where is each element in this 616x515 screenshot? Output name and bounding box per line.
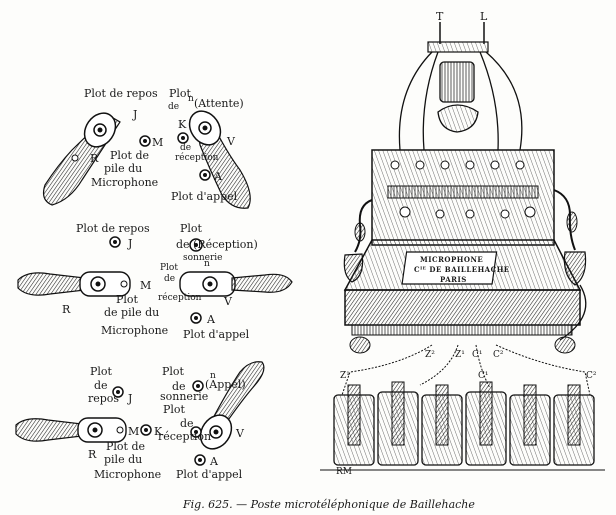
- label-c1-mid: C¹: [478, 371, 489, 381]
- label-R-mid: R: [62, 303, 71, 316]
- label-plot-repos-mid: Plot de repos: [76, 222, 150, 235]
- plate-paris: PARIS: [440, 275, 467, 284]
- panel-mid: Plot de repos J Plot de (Réception) sonn…: [17, 222, 293, 341]
- label-de-b-bot: de: [180, 417, 194, 430]
- label-L: L: [480, 10, 488, 23]
- receiver-right: [553, 189, 587, 341]
- label-attente: (Attente): [194, 97, 244, 110]
- label-plot-appel: Plot d'appel: [171, 190, 238, 203]
- label-R: R: [90, 152, 99, 165]
- lever-mid-right: [179, 271, 293, 297]
- label-n-mid: n: [204, 259, 210, 269]
- label-c1-top: C¹: [472, 350, 483, 360]
- label-microphone-bot: Microphone: [94, 468, 161, 481]
- label-plot-de-mid: Plot: [116, 293, 139, 306]
- battery-cells: [320, 381, 605, 471]
- label-pile-du-mid: de pile du: [104, 306, 159, 319]
- panel-top: Plot de repos J Plot de n (Attente) M K …: [42, 87, 251, 209]
- lever-bottom-left: [15, 417, 127, 443]
- label-repos-bot: repos: [88, 392, 119, 405]
- lever-bottom-right: [199, 361, 265, 450]
- label-de-mid: de: [164, 274, 175, 284]
- plate-maker: Cᴵᴱ DE BAILLEHACHE: [414, 265, 510, 274]
- label-de: de: [168, 102, 179, 112]
- label-sonnerie-bot: sonnerie: [160, 390, 208, 403]
- label-reception-mid: réception: [158, 292, 202, 303]
- plate-microphone: MICROPHONE: [420, 255, 483, 264]
- label-c2-right: C²: [586, 371, 597, 381]
- label-plot-n-mid: Plot: [160, 263, 178, 273]
- label-de-n-bot: de: [172, 380, 186, 393]
- nameplate: [401, 251, 498, 285]
- lever-mid-left: [17, 271, 131, 297]
- label-plot-bot: Plot: [90, 365, 113, 378]
- panel-bottom: Plot de repos J Plot de n (Appel) sonner…: [15, 361, 265, 481]
- label-de-bot: de: [94, 379, 108, 392]
- label-microphone: Microphone: [91, 176, 158, 189]
- label-T: T: [436, 10, 444, 23]
- label-K-bot: K: [154, 425, 163, 438]
- label-V: V: [226, 135, 236, 148]
- label-de-reception-mid: de (Réception): [176, 238, 258, 251]
- bell-coil: [439, 61, 475, 103]
- label-reception-bot: réception: [158, 430, 211, 443]
- label-de-2: de: [180, 143, 191, 153]
- label-A-bot: A: [209, 455, 219, 468]
- label-plot-de-pile: Plot de: [110, 149, 149, 162]
- label-plot-appel-bot: Plot d'appel: [176, 468, 243, 481]
- label-V-mid: V: [223, 295, 233, 308]
- label-V-bot: V: [235, 427, 245, 440]
- label-plot-b-bot: Plot: [163, 403, 186, 416]
- label-J-mid: J: [127, 237, 132, 250]
- receiver-left: [343, 199, 373, 283]
- label-plot-appel-mid: Plot d'appel: [183, 328, 250, 341]
- label-plot-mid: Plot: [180, 222, 203, 235]
- label-z2: Z²: [425, 350, 435, 360]
- label-sonnerie-mid: sonnerie: [183, 253, 222, 263]
- label-A: A: [213, 170, 223, 183]
- bell-dome: [437, 104, 479, 133]
- label-plot-de-pile-bot: Plot de: [106, 440, 145, 453]
- label-pile-du: pile du: [104, 162, 142, 175]
- label-A-mid: A: [206, 313, 216, 326]
- label-plot-appel-top-bot: Plot: [162, 365, 185, 378]
- figure-caption: Fig. 625. — Poste microtéléphonique de B…: [182, 498, 475, 511]
- label-c2-top: C²: [493, 350, 504, 360]
- microphone-cabinet: MICROPHONE Cᴵᴱ DE BAILLEHACHE PARIS: [343, 149, 582, 354]
- lever-top-left: [42, 112, 121, 206]
- label-M: M: [152, 136, 163, 149]
- label-z1-left: Z¹: [340, 371, 350, 381]
- label-n: n: [188, 94, 194, 104]
- label-z1-top: Z¹: [455, 350, 465, 360]
- wall-terminal-block: [427, 41, 489, 53]
- label-plot: Plot: [169, 87, 192, 100]
- label-plot-repos: Plot de repos: [84, 87, 158, 100]
- lever-top-right: [188, 110, 251, 209]
- label-J: J: [132, 108, 137, 121]
- label-J-bot: J: [127, 392, 132, 405]
- label-pile-du-bot: pile du: [104, 453, 142, 466]
- label-appel-bot: (Appel): [205, 378, 246, 391]
- label-reception: réception: [175, 152, 219, 163]
- label-n-bot: n: [210, 371, 216, 381]
- label-K: K: [178, 118, 187, 131]
- label-R-bot: R: [88, 448, 97, 461]
- apparatus: T L: [320, 10, 605, 477]
- label-M-mid: M: [140, 279, 151, 292]
- label-M-bot: M: [128, 425, 139, 438]
- label-microphone-mid: Microphone: [101, 324, 168, 337]
- signature-rm: RM: [336, 467, 352, 477]
